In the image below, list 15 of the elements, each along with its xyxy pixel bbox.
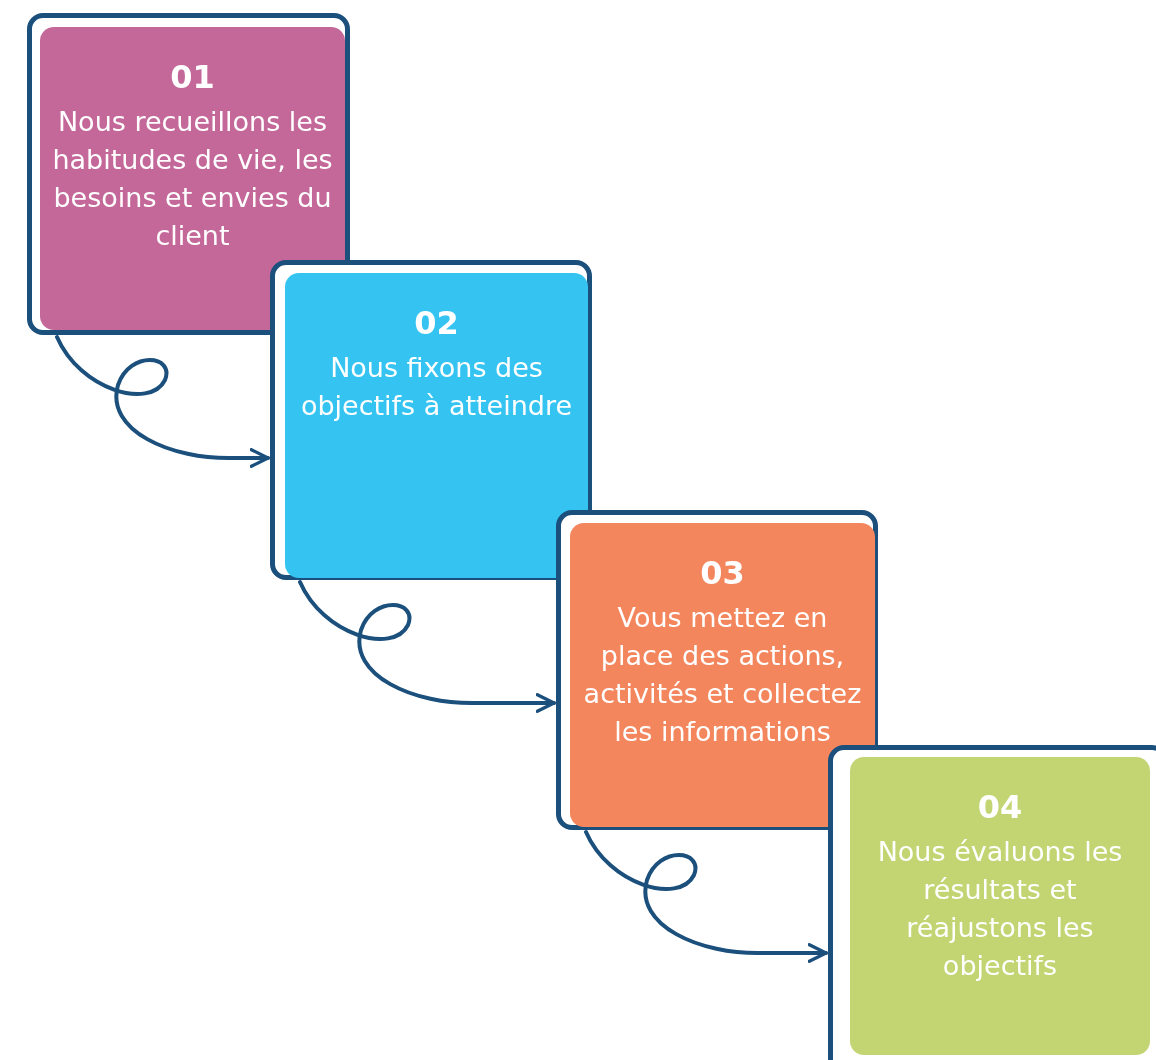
step-description: Nous évaluons les résultats et réajustons les objectifs	[876, 835, 1124, 983]
step-card	[850, 757, 1150, 1055]
step-number: 02	[414, 303, 459, 343]
step-card	[570, 523, 875, 827]
step-number: 04	[977, 787, 1023, 827]
step-description: Vous mettez en place des actions, activités et collectez les informations	[582, 601, 863, 749]
step-card	[40, 27, 345, 330]
step-number: 01	[170, 57, 215, 97]
step-number: 03	[700, 553, 745, 593]
curly-arrow	[55, 335, 270, 468]
curly-arrow	[584, 830, 828, 963]
curly-arrow	[298, 580, 556, 713]
step-card	[285, 273, 588, 578]
step-description: Nous fixons des objectifs à atteindre	[299, 351, 574, 423]
step-description: Nous recueillons les habitudes de vie, les besoins et envies du client	[51, 105, 334, 253]
